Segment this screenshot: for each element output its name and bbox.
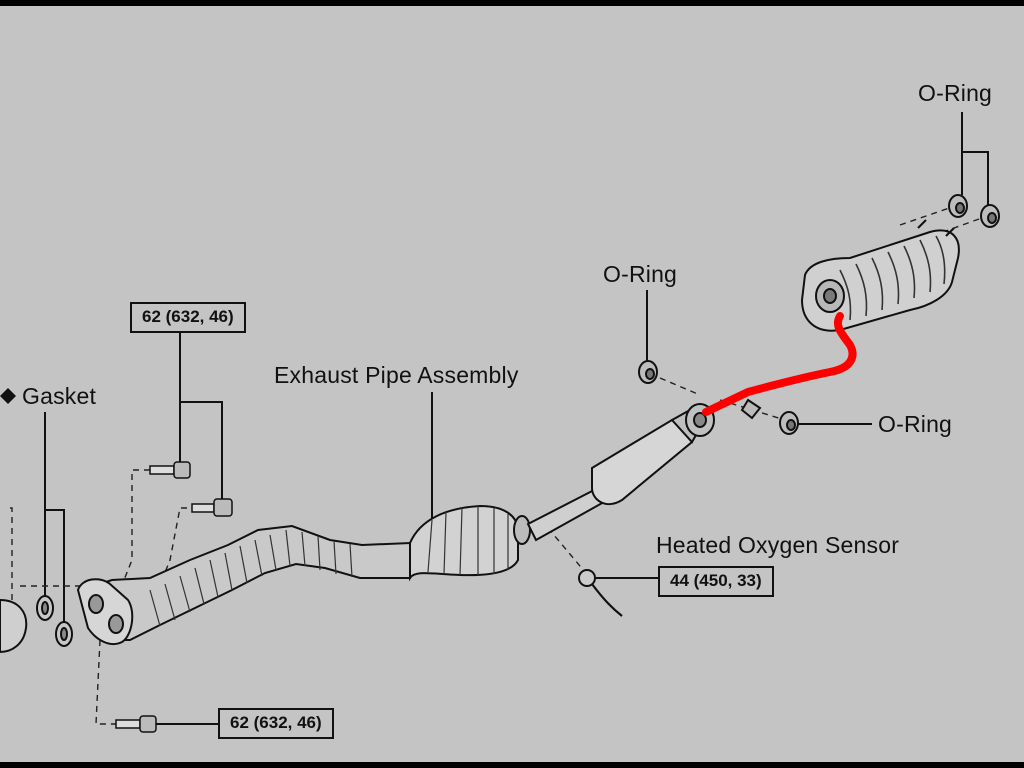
- bolt-upper-1: [149, 461, 191, 479]
- oxygen-sensor: [578, 569, 623, 617]
- center-pipe: [526, 403, 715, 542]
- bolt-lower: [115, 715, 157, 733]
- exhaust-diagram: [0, 112, 1000, 733]
- leader-lines: [44, 112, 989, 725]
- muffler: [740, 219, 960, 420]
- flange-left-partial: [0, 598, 28, 654]
- diamond-marker-icon: [0, 388, 16, 404]
- o-ring-top-label: O-Ring: [918, 80, 993, 106]
- torque-box-oxygen-sensor: 44 (450, 33): [658, 566, 774, 597]
- o-ring-right-label: O-Ring: [878, 411, 953, 437]
- torque-box-lower: 62 (632, 46): [218, 708, 334, 739]
- front-pipe: [76, 524, 411, 646]
- bolt-upper-2: [191, 498, 233, 517]
- exhaust-pipe-assembly-label: Exhaust Pipe Assembly: [274, 362, 519, 388]
- gasket-label: Gasket: [22, 383, 97, 409]
- o-rings: [638, 194, 1000, 435]
- heated-oxygen-sensor-label: Heated Oxygen Sensor: [656, 532, 900, 558]
- highlighted-tailpipe: [702, 312, 857, 416]
- o-ring-mid-label: O-Ring: [603, 261, 678, 287]
- torque-box-upper: 62 (632, 46): [130, 302, 246, 333]
- diagram-canvas: O-Ring O-Ring O-Ring Gasket Exhaust Pipe…: [0, 6, 1024, 762]
- catalytic-converter: [409, 504, 531, 582]
- gasket-rings: [36, 595, 73, 647]
- frame-bottom-bar: [0, 762, 1024, 768]
